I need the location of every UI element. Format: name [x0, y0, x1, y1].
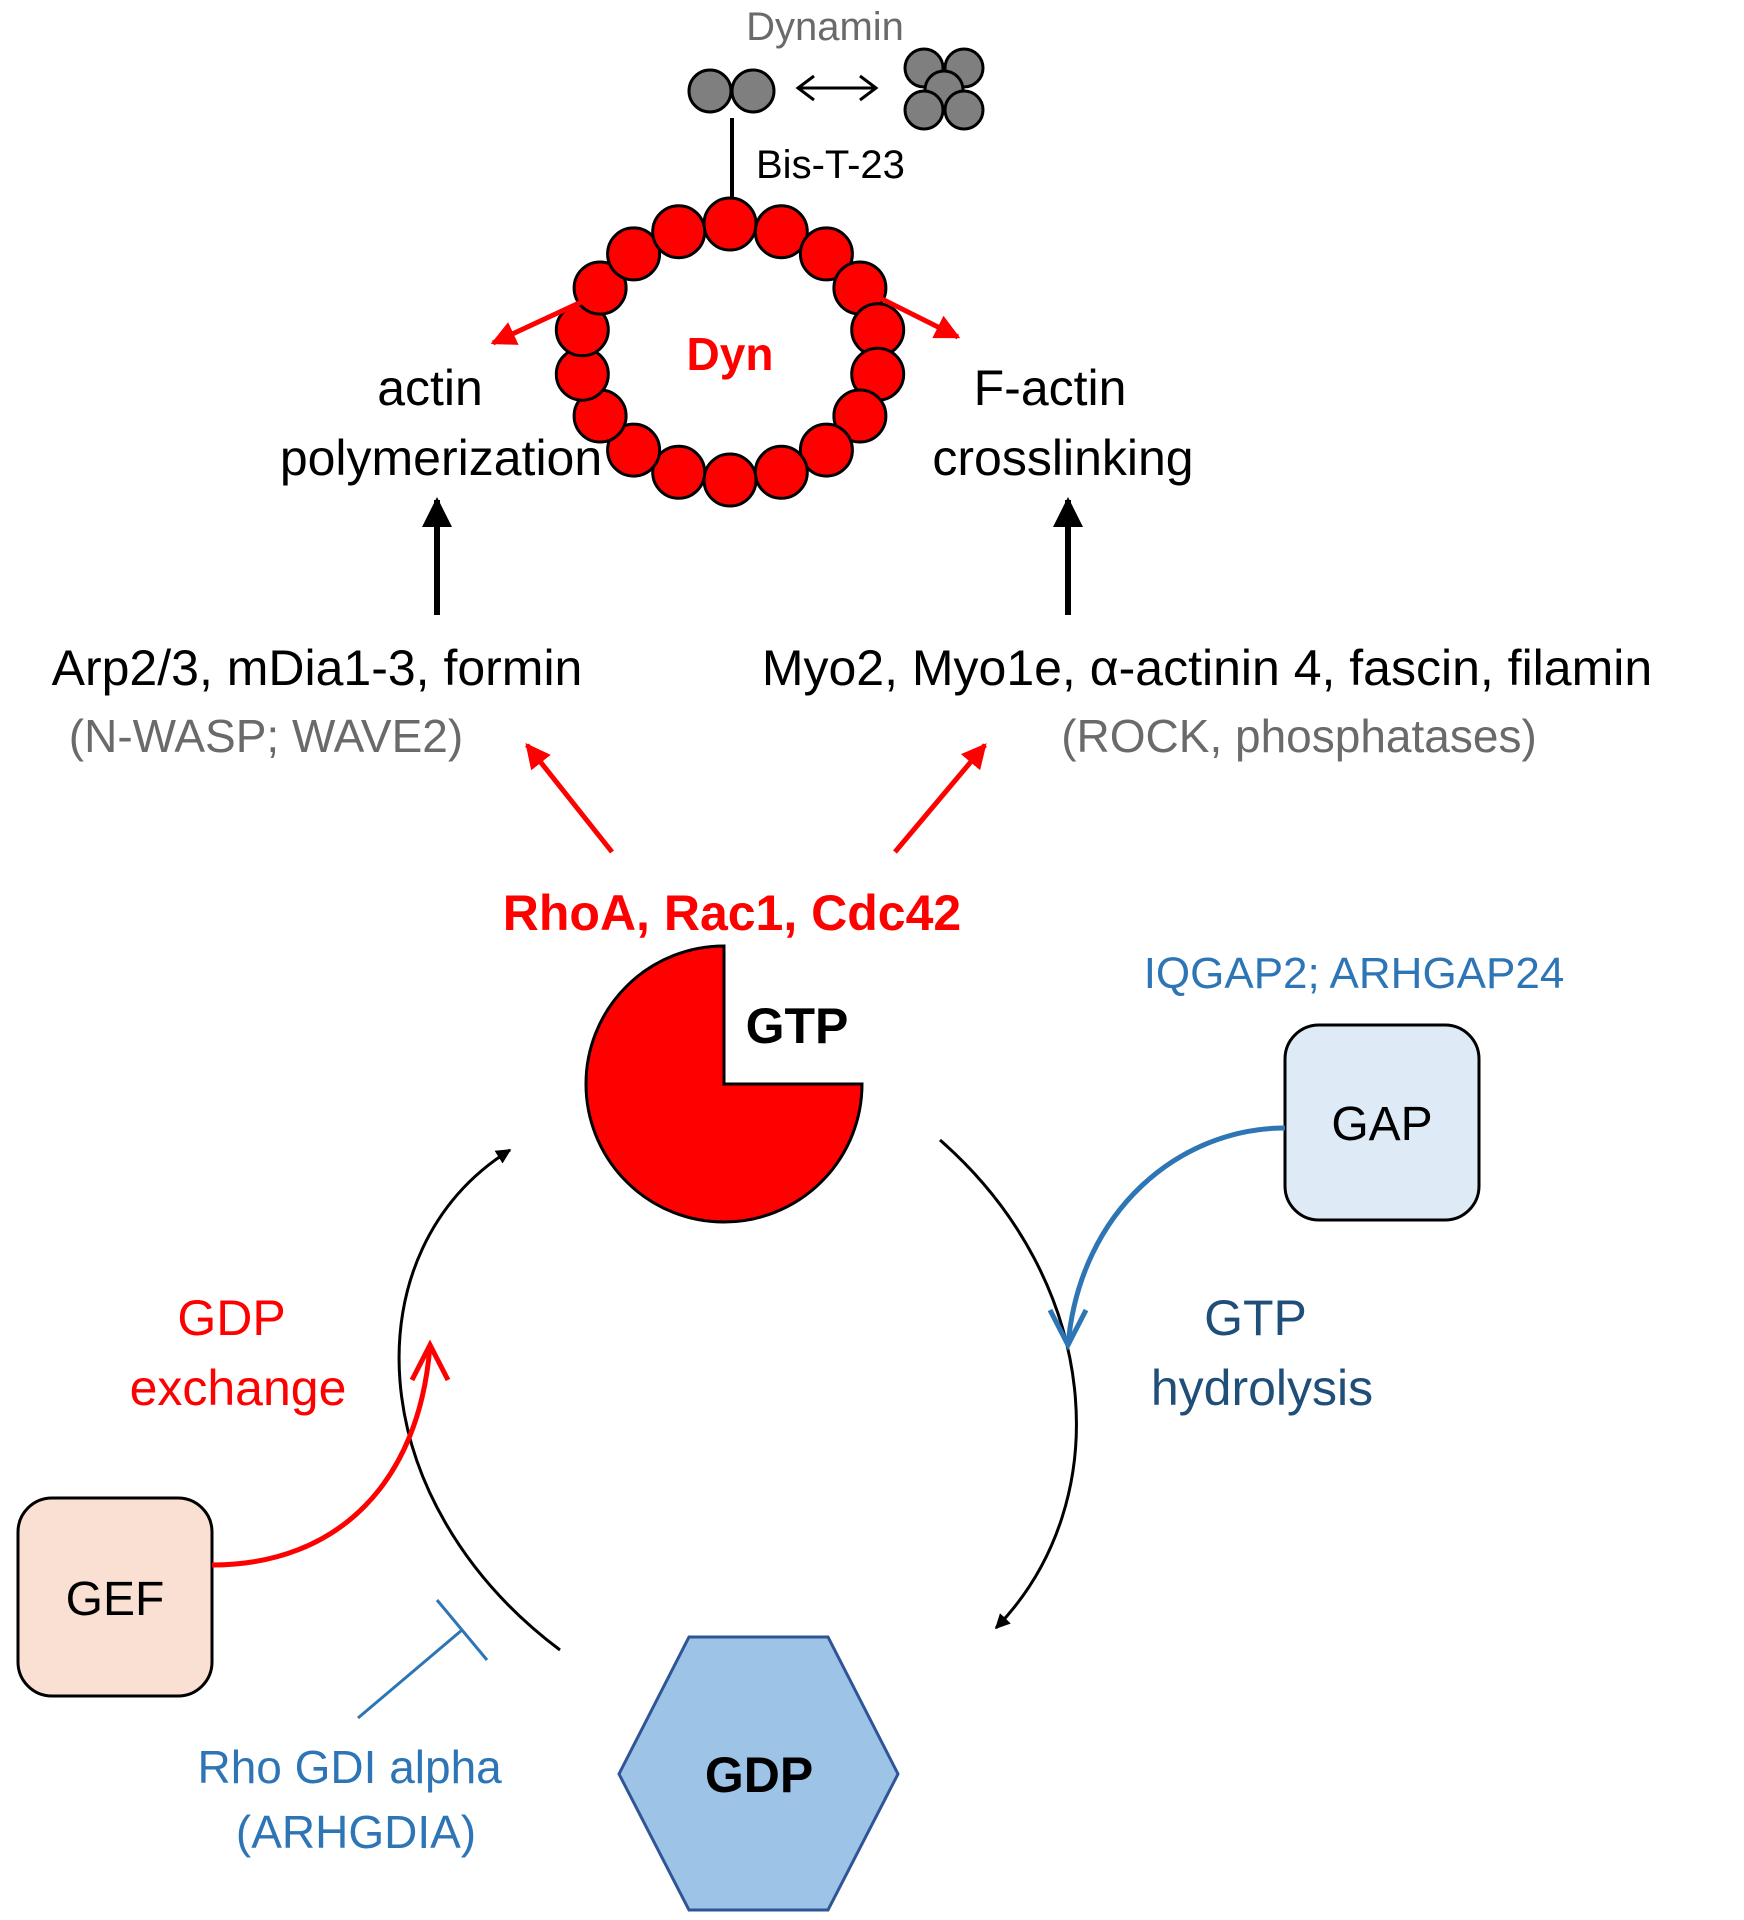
f-actin-crosslinking-line2: crosslinking — [932, 430, 1193, 486]
gtpases-to-right-effectors-arrow — [893, 743, 987, 854]
gtp-label: GTP — [746, 998, 849, 1054]
dynamin-tetramer-icon — [903, 47, 985, 131]
dynamin-bead — [832, 388, 888, 444]
left-effectors-label: Arp2/3, mDia1-3, formin — [52, 640, 583, 696]
gtp-hydrolysis-line2: hydrolysis — [1151, 1360, 1373, 1416]
dynamin-bead — [753, 444, 809, 500]
dynamin-bead — [606, 422, 662, 478]
ring-to-f-actin-crosslinking-arrow — [864, 288, 961, 340]
gtp-to-gdp-cycle-arrow — [939, 1138, 1078, 1630]
gef-box — [16, 1496, 214, 1698]
gdi-label: Rho GDI alpha (ARHGDIA) — [197, 1741, 514, 1858]
dynamin-ring-label: Dyn — [687, 328, 774, 380]
gdp-bound-gtpase-shape — [617, 1635, 900, 1912]
dynamin-bead — [702, 196, 758, 252]
gdp-exchange-line2: exchange — [130, 1360, 347, 1416]
left-regulators-label: (N-WASP; WAVE2) — [69, 710, 463, 762]
right-effectors-label: Myo2, Myo1e, α-actinin 4, fascin, filami… — [762, 640, 1652, 696]
ring-to-actin-polymerization-arrow — [490, 294, 594, 346]
gdi-line1: Rho GDI alpha — [197, 1741, 502, 1793]
dynamin-dimer-icon — [687, 68, 776, 114]
dynamin-equilibrium-arrow — [795, 74, 879, 102]
gdi-inhibition-bar — [435, 1599, 489, 1661]
gef-box-label: GEF — [66, 1573, 165, 1626]
gtp-hydrolysis-label: GTP hydrolysis — [1151, 1290, 1373, 1416]
gef-action-arrow — [211, 1344, 433, 1568]
gef-arrowhead — [409, 1339, 451, 1382]
gdp-to-gtp-cycle-arrow — [397, 1148, 561, 1652]
gap-arrowhead — [1047, 1308, 1089, 1351]
dynamin-bead — [798, 422, 854, 478]
gdp-label: GDP — [705, 1747, 813, 1803]
gdp-exchange-label: GDP exchange — [130, 1290, 347, 1416]
dynamin-bead — [702, 452, 758, 508]
f-actin-crosslinking-label: F-actin crosslinking — [932, 360, 1193, 486]
dynamin-bead — [798, 226, 854, 282]
gtpases-to-left-effectors-arrow — [525, 743, 614, 854]
gtp-hydrolysis-line1: GTP — [1204, 1290, 1306, 1346]
gap-box — [1283, 1023, 1481, 1222]
dynamin-ring-icon — [554, 196, 906, 508]
dynamin-label: Dynamin — [746, 5, 904, 49]
bis-t-23-label: Bis-T-23 — [756, 143, 905, 187]
gap-examples-label: IQGAP2; ARHGAP24 — [1144, 949, 1565, 998]
gtp-bound-gtpase-shape — [584, 944, 864, 1224]
dynamin-bead — [651, 204, 707, 260]
right-regulators-label: (ROCK, phosphatases) — [1061, 710, 1537, 762]
dynamin-bead — [651, 444, 707, 500]
rho-gtpases-label: RhoA, Rac1, Cdc42 — [503, 885, 961, 941]
actin-polymerization-line1: actin — [377, 360, 483, 416]
actin-polymerization-line2: polymerization — [280, 430, 602, 486]
gap-box-label: GAP — [1331, 1098, 1432, 1151]
gdp-exchange-line1: GDP — [177, 1290, 284, 1346]
f-actin-crosslinking-line1: F-actin — [974, 360, 1127, 416]
dynamin-bead — [753, 204, 809, 260]
actin-polymerization-label: actin polymerization — [280, 360, 602, 486]
gdi-inhibition-line — [357, 1628, 463, 1720]
dynamin-bead — [606, 226, 662, 282]
gap-action-arrow — [1065, 1125, 1286, 1346]
gdi-line2: (ARHGDIA) — [236, 1806, 476, 1858]
